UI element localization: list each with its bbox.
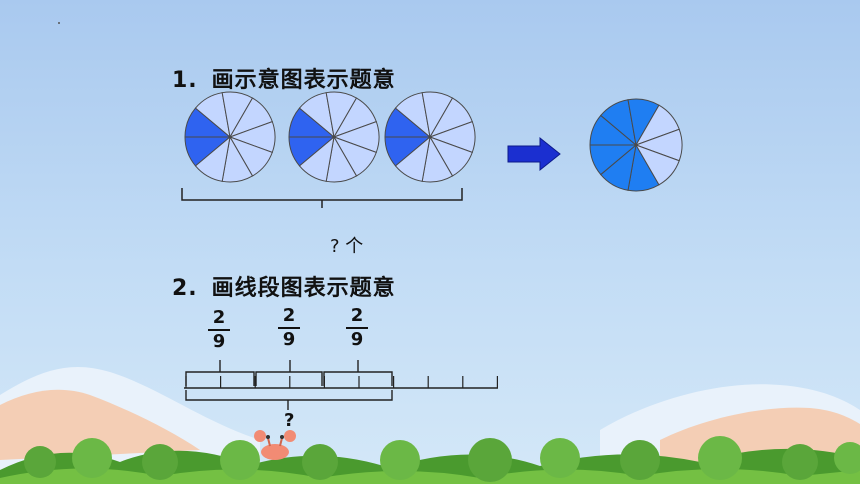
fraction-numerator: 2: [350, 305, 364, 326]
corner-dot: [58, 22, 60, 24]
fraction-label: 2 9: [342, 306, 372, 350]
bottom-brace-label: ?: [284, 410, 295, 431]
empty-slice: [298, 135, 335, 182]
segment-brace: [323, 360, 393, 386]
section1-heading: 1. 画示意图表示题意: [172, 62, 396, 94]
empty-slice: [194, 135, 231, 182]
fraction-numerator: 2: [212, 307, 226, 328]
fraction-bar: [278, 327, 300, 329]
result-circle: [589, 98, 683, 192]
top-brace: [181, 188, 463, 208]
fraction-bar: [346, 327, 368, 329]
segment-ticks: [185, 376, 498, 388]
empty-slice: [634, 144, 680, 186]
segment-brace: [255, 360, 323, 386]
fraction-bar: [208, 329, 230, 331]
section1-title: 画示意图表示题意: [211, 68, 396, 93]
fraction-denominator: 9: [212, 331, 226, 352]
fraction-denominator: 9: [282, 329, 296, 350]
section1-number: 1.: [172, 68, 198, 93]
bottom-brace: [185, 390, 393, 410]
fraction-denominator: 9: [350, 329, 364, 350]
section2-number: 2.: [172, 276, 198, 301]
section2-heading: 2. 画线段图表示题意: [172, 270, 396, 302]
fraction-label: 2 9: [274, 306, 304, 350]
fraction-circle: [384, 91, 476, 183]
crab-icon: [254, 430, 296, 460]
section2-title: 画线段图表示题意: [211, 276, 396, 301]
right-arrow-icon: [507, 136, 561, 172]
fraction-circle: [288, 91, 380, 183]
empty-slice: [394, 135, 431, 182]
fraction-circle: [184, 91, 276, 183]
fraction-numerator: 2: [282, 305, 296, 326]
fraction-label: 2 9: [204, 308, 234, 352]
top-brace-label: ? 个: [330, 236, 364, 257]
